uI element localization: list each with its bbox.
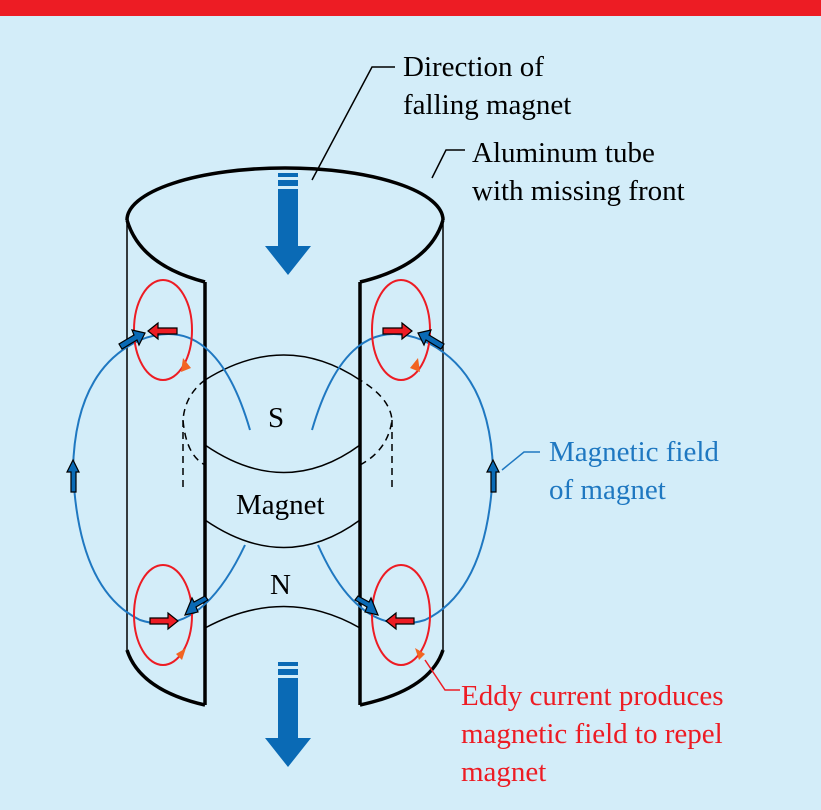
tube-top-front-right: [359, 219, 445, 284]
tube-top-back: [125, 166, 445, 221]
tube-top-front-left: [125, 219, 206, 284]
north-pole-label: N: [270, 569, 291, 601]
magnet-mid: [204, 444, 361, 474]
magnet-label: Magnet: [236, 489, 325, 521]
top-bar: [0, 0, 821, 16]
magnet-top-hidden: [182, 379, 393, 466]
field-direction-arrows: [66, 329, 500, 616]
tube-bottom-left: [125, 649, 206, 707]
lower-arc: [204, 605, 361, 629]
magnet-bottom: [204, 519, 361, 549]
tube-bottom-right: [359, 649, 445, 707]
eddy-direction-arrows: [176, 358, 425, 660]
repel-arrows: [147, 321, 415, 631]
falling-direction-arrows: [265, 173, 311, 767]
south-pole-label: S: [268, 402, 285, 434]
